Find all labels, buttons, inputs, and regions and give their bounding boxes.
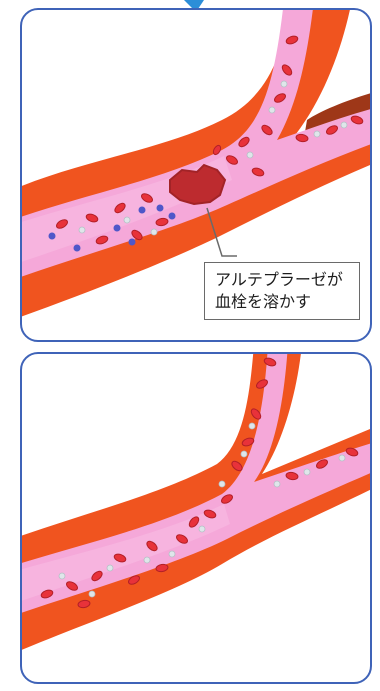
callout-line-1: アルテプラーゼが [215, 269, 359, 291]
vessel-diagram-after [22, 354, 372, 684]
vessel-wall [22, 354, 372, 654]
callout-line-2: 血栓を溶かす [215, 291, 359, 313]
panel-flow-restored [20, 352, 372, 684]
callout-box: アルテプラーゼが 血栓を溶かす [204, 262, 360, 320]
panel-clot-dissolving: アルテプラーゼが 血栓を溶かす [20, 8, 372, 342]
